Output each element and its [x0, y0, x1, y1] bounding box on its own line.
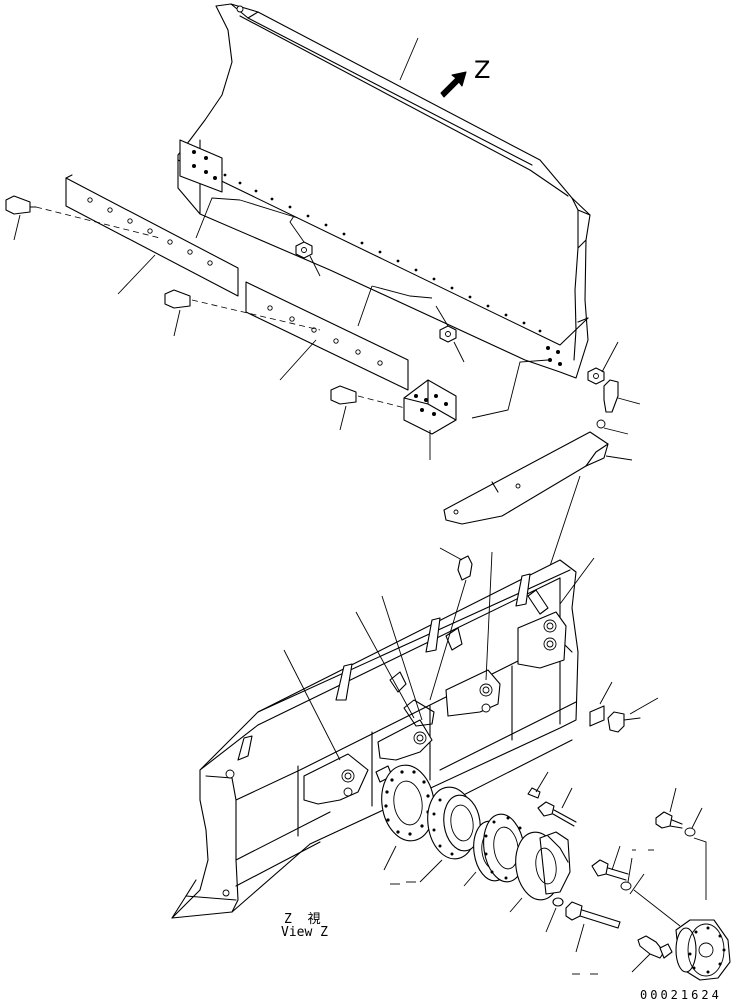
nuts-upper	[195, 197, 619, 419]
end-bit-right	[403, 379, 457, 460]
blade-lower-frame	[171, 547, 659, 919]
view-caption-japanese: Z 視	[284, 912, 325, 927]
view-caption-english: View Z	[281, 925, 328, 940]
cutting-edge-center	[245, 281, 409, 391]
right-side-parts	[443, 379, 641, 603]
blade-upper	[177, 3, 591, 379]
blade-edge-holes	[223, 173, 542, 333]
pivot-parts	[381, 764, 731, 981]
drawing-number: 00021624	[640, 988, 722, 1002]
cutting-edge-left	[65, 174, 239, 297]
bolts-upper	[5, 195, 406, 431]
view-z-label: Z	[474, 56, 491, 84]
